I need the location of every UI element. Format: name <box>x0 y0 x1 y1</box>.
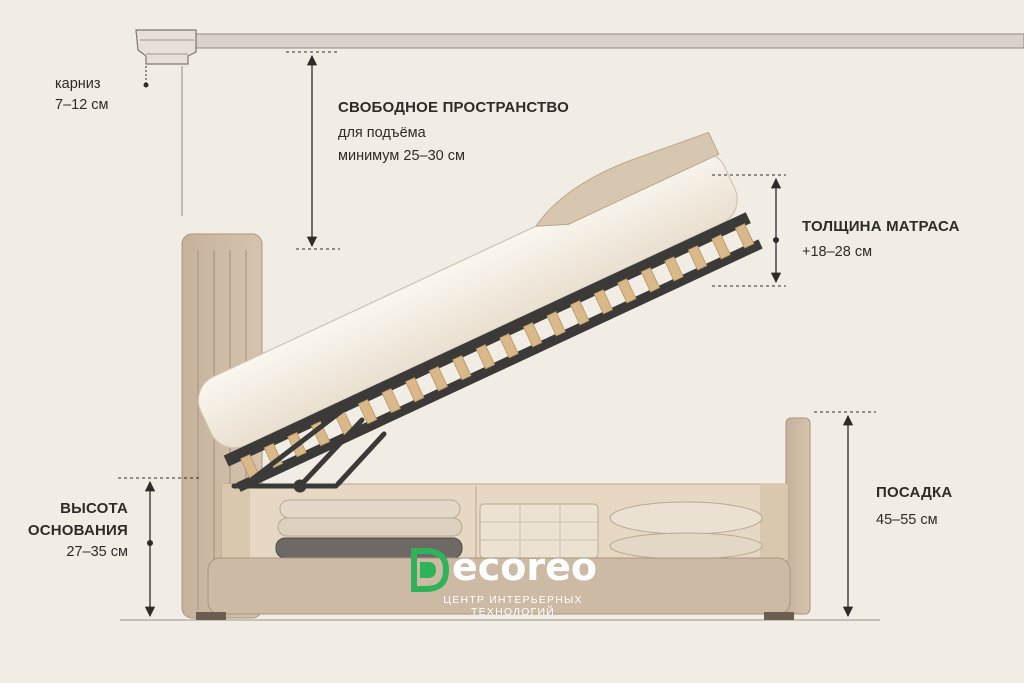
brand-logo: ecoreo ЦЕНТР ИНТЕРЬЕРНЫХ ТЕХНОЛОГИЙ <box>408 548 618 618</box>
slat <box>522 322 543 348</box>
mattress <box>197 151 738 449</box>
decoreo-logo-mark <box>411 548 450 592</box>
base-value: 27–35 см <box>66 543 128 560</box>
logo-wordmark: ecoreo <box>452 545 598 589</box>
slat <box>405 377 425 403</box>
lifted-bed-platform <box>197 131 763 492</box>
bed-base <box>196 557 794 620</box>
cornice-label: карниз 7–12 см <box>55 74 109 116</box>
free-space-title: СВОБОДНОЕ ПРОСТРАНСТВО <box>338 99 569 116</box>
free-space-line2: минимум 25–30 см <box>338 147 465 164</box>
seat-label: ПОСАДКА 45–55 см <box>876 482 952 531</box>
slat <box>357 399 378 425</box>
slat <box>640 267 661 293</box>
cornice-title: карниз <box>55 76 101 92</box>
slat <box>428 366 449 392</box>
ceiling <box>135 29 1024 216</box>
slat <box>664 256 684 282</box>
cornice-molding-icon <box>135 29 197 65</box>
cornice-value: 7–12 см <box>55 97 109 114</box>
slat <box>546 311 566 337</box>
logo-tagline: ЦЕНТР ИНТЕРЬЕРНЫХ ТЕХНОЛОГИЙ <box>443 594 583 618</box>
base-title-line1: ВЫСОТА <box>60 500 128 517</box>
free-space-label: СВОБОДНОЕ ПРОСТРАНСТВО для подъёма миним… <box>338 97 569 167</box>
slat <box>499 333 519 359</box>
dimension-base <box>118 477 200 618</box>
mattress-title: ТОЛЩИНА МАТРАСА <box>802 218 960 235</box>
base-height-label: ВЫСОТА ОСНОВАНИЯ 27–35 см <box>20 498 128 563</box>
mattress-label: ТОЛЩИНА МАТРАСА +18–28 см <box>802 216 960 263</box>
slat <box>452 355 472 381</box>
slat <box>593 289 613 315</box>
seat-title: ПОСАДКА <box>876 484 953 501</box>
slat <box>475 344 496 370</box>
base-title-line2: ОСНОВАНИЯ <box>27 521 128 539</box>
slat <box>711 234 731 260</box>
dimension-free-space <box>286 51 340 250</box>
slat <box>734 223 755 249</box>
slat <box>617 278 637 304</box>
frame-slats <box>240 223 755 480</box>
slat <box>569 300 590 326</box>
storage-compartment <box>221 483 789 561</box>
throw-blanket <box>535 131 720 227</box>
mattress-value: +18–28 см <box>802 243 873 260</box>
frame-bottom-rail <box>236 239 763 492</box>
slat <box>381 388 401 414</box>
slat <box>687 245 708 271</box>
dimension-mattress <box>712 174 786 287</box>
dimension-seat <box>814 411 876 618</box>
gas-lift-mechanism <box>231 397 387 493</box>
free-space-line1: для подъёма <box>338 124 426 141</box>
seat-value: 45–55 см <box>876 511 938 528</box>
